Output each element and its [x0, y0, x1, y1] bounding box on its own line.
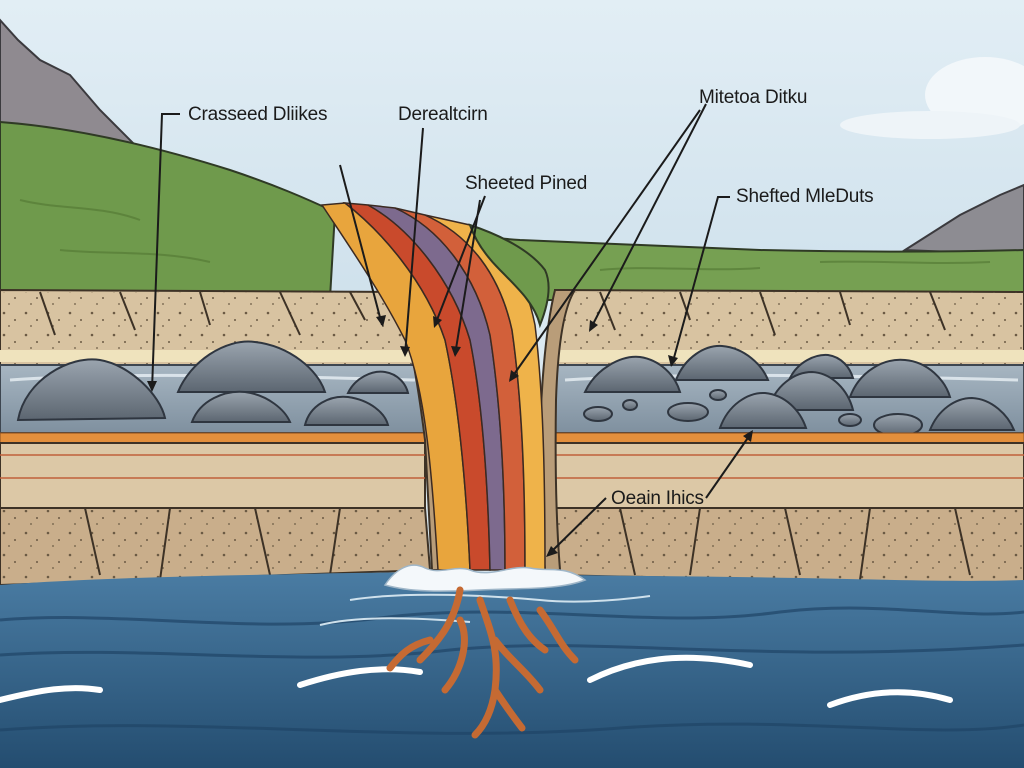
- arrowhead: [546, 546, 558, 557]
- pillow: [674, 344, 770, 381]
- label-shefted: Shefted MleDuts: [736, 186, 874, 207]
- arrowhead: [589, 320, 598, 332]
- leader-oeain-a: [547, 497, 607, 556]
- ocean: [0, 572, 1024, 768]
- arrowhead: [376, 315, 386, 327]
- leader-shefted-b: [509, 109, 701, 381]
- grass-overhang: [468, 223, 550, 329]
- pillow: [766, 370, 855, 411]
- leader-crossed: [151, 113, 180, 391]
- pillow-group-left: [16, 340, 410, 426]
- label-dereal: Derealtcirn: [398, 104, 488, 125]
- cloud: [840, 111, 1020, 139]
- pillow: [718, 391, 808, 429]
- leader-sheeted-pined-b: [454, 199, 481, 356]
- pillow: [928, 396, 1016, 431]
- crack-lines: [39, 291, 946, 336]
- orange-band: [0, 432, 426, 444]
- leader-oeain-b: [705, 431, 753, 499]
- pillow: [16, 358, 167, 422]
- lava-roots: [386, 586, 579, 739]
- leader-mitetoa: [589, 103, 707, 331]
- arrowhead: [433, 316, 442, 328]
- leader-lines: [151, 103, 753, 556]
- block-joints: [84, 507, 971, 581]
- pillow: [667, 402, 709, 422]
- grass-land-left: [0, 120, 337, 299]
- pillow: [583, 406, 613, 422]
- label-oeain: Oeain Ihics: [611, 488, 704, 509]
- splash: [383, 564, 587, 592]
- label-crossed-dikes: Crasseed Dliikes: [188, 104, 328, 125]
- wave-crests: [0, 654, 953, 708]
- arrowhead: [147, 381, 157, 392]
- pillow: [709, 389, 727, 401]
- arrowhead: [509, 370, 519, 382]
- thin-red-line: [0, 454, 1024, 479]
- label-mitetoa: Mitetoa Ditku: [699, 87, 808, 108]
- pillow: [176, 340, 327, 393]
- pillow: [848, 358, 952, 398]
- arrowhead: [668, 355, 678, 367]
- pillow: [622, 399, 638, 411]
- pillow: [838, 413, 862, 427]
- middle-sediment-right: [554, 442, 1024, 509]
- pillow-group-right: [583, 344, 1016, 437]
- leader-shefted: [671, 196, 730, 366]
- arrowhead: [400, 346, 410, 357]
- pillow: [190, 390, 292, 423]
- middle-sediment-left: [0, 442, 426, 509]
- label-sheeted-pined: Sheeted Pined: [465, 173, 588, 194]
- leader-dereal-b: [339, 164, 383, 326]
- pillow: [346, 370, 410, 394]
- pillow: [583, 355, 682, 393]
- leader-arrows: [147, 315, 753, 557]
- orange-band: [554, 432, 1024, 444]
- speckle-texture: [0, 510, 425, 580]
- pillow: [303, 395, 390, 426]
- grass-texture: [19, 199, 991, 271]
- arrowhead: [451, 346, 461, 357]
- arrowhead: [743, 430, 753, 442]
- leader-dereal-a: [404, 127, 424, 356]
